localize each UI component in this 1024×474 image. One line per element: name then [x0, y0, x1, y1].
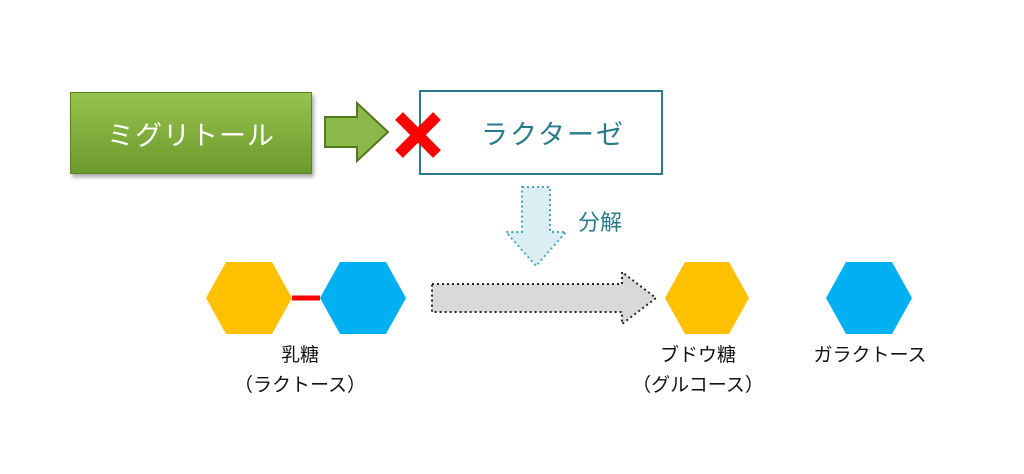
process-arrow: [431, 269, 658, 327]
galactose-hexagon: [826, 262, 912, 334]
cross-icon: [395, 112, 441, 158]
galactose-name: ガラクトース: [813, 344, 927, 366]
lactose-name: 乳糖: [280, 344, 319, 366]
glucose-caption: ブドウ糖 （グルコース）: [618, 340, 778, 400]
glucose-hexagon: [665, 262, 749, 334]
glucose-name: ブドウ糖: [659, 344, 736, 366]
enzyme-box-lactase: ラクターゼ: [419, 90, 663, 175]
decompose-label: 分解: [578, 211, 623, 236]
inhibition-arrow: [324, 100, 390, 164]
glucose-alias: （グルコース）: [632, 374, 764, 396]
lactose-alias: （ラクトース）: [233, 374, 367, 396]
galactose-caption: ガラクトース: [795, 340, 945, 370]
lactose-glucose-hexagon: [206, 262, 292, 334]
enzyme-label: ラクターゼ: [481, 120, 625, 151]
decompose-arrow: [503, 186, 569, 268]
lactose-galactose-hexagon: [320, 262, 406, 334]
drug-box-miglitol: ミグリトール: [70, 92, 312, 174]
lactose-caption: 乳糖 （ラクトース）: [200, 340, 400, 400]
drug-label: ミグリトール: [107, 120, 275, 152]
